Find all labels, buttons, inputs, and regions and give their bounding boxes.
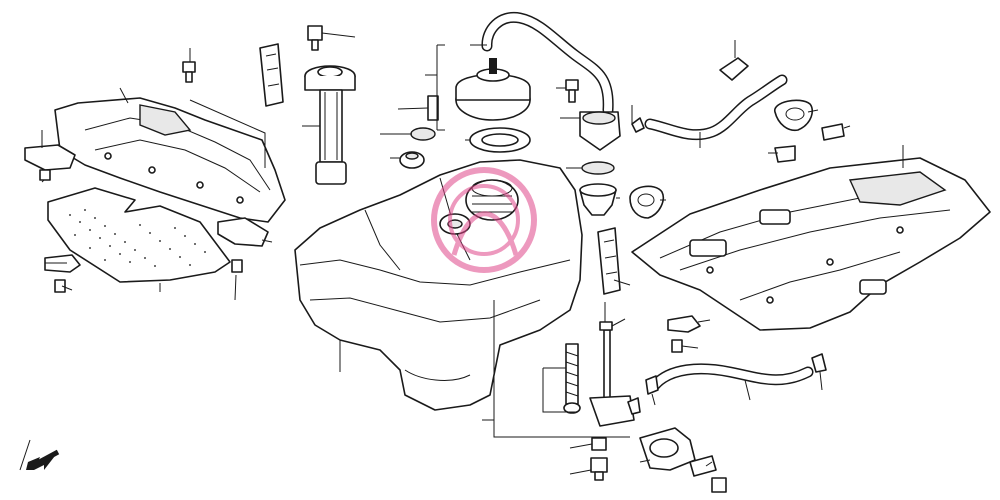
leader-lines bbox=[19, 32, 904, 475]
part-skid-plate bbox=[631, 157, 991, 331]
part-seals bbox=[579, 117, 645, 216]
part-vent-hose bbox=[481, 11, 614, 116]
part-damper bbox=[639, 427, 727, 493]
part-upper-cover bbox=[54, 97, 286, 223]
part-rollover-valve bbox=[579, 111, 621, 151]
watermark bbox=[431, 167, 537, 273]
mat-dots bbox=[69, 209, 206, 267]
part-fuel-valve bbox=[563, 321, 641, 427]
part-fuel-cap bbox=[455, 58, 531, 153]
part-bolt-33 bbox=[307, 25, 323, 51]
part-heat-mat bbox=[47, 187, 231, 283]
part-breather-hose bbox=[644, 57, 788, 141]
part-fuel-tank bbox=[294, 159, 583, 411]
part-brackets-left bbox=[24, 144, 269, 293]
part-drain-hose bbox=[645, 353, 827, 395]
part-grommets bbox=[399, 95, 439, 169]
part-strap-lower bbox=[597, 227, 621, 295]
part-drain-bolt bbox=[590, 437, 608, 481]
part-bolts-27 bbox=[182, 61, 579, 103]
part-clamps-right bbox=[629, 99, 845, 219]
part-brackets-right bbox=[667, 315, 701, 353]
front-direction-arrow bbox=[26, 449, 60, 470]
part-strap-upper bbox=[259, 43, 284, 107]
part-fuel-pump bbox=[304, 65, 356, 185]
